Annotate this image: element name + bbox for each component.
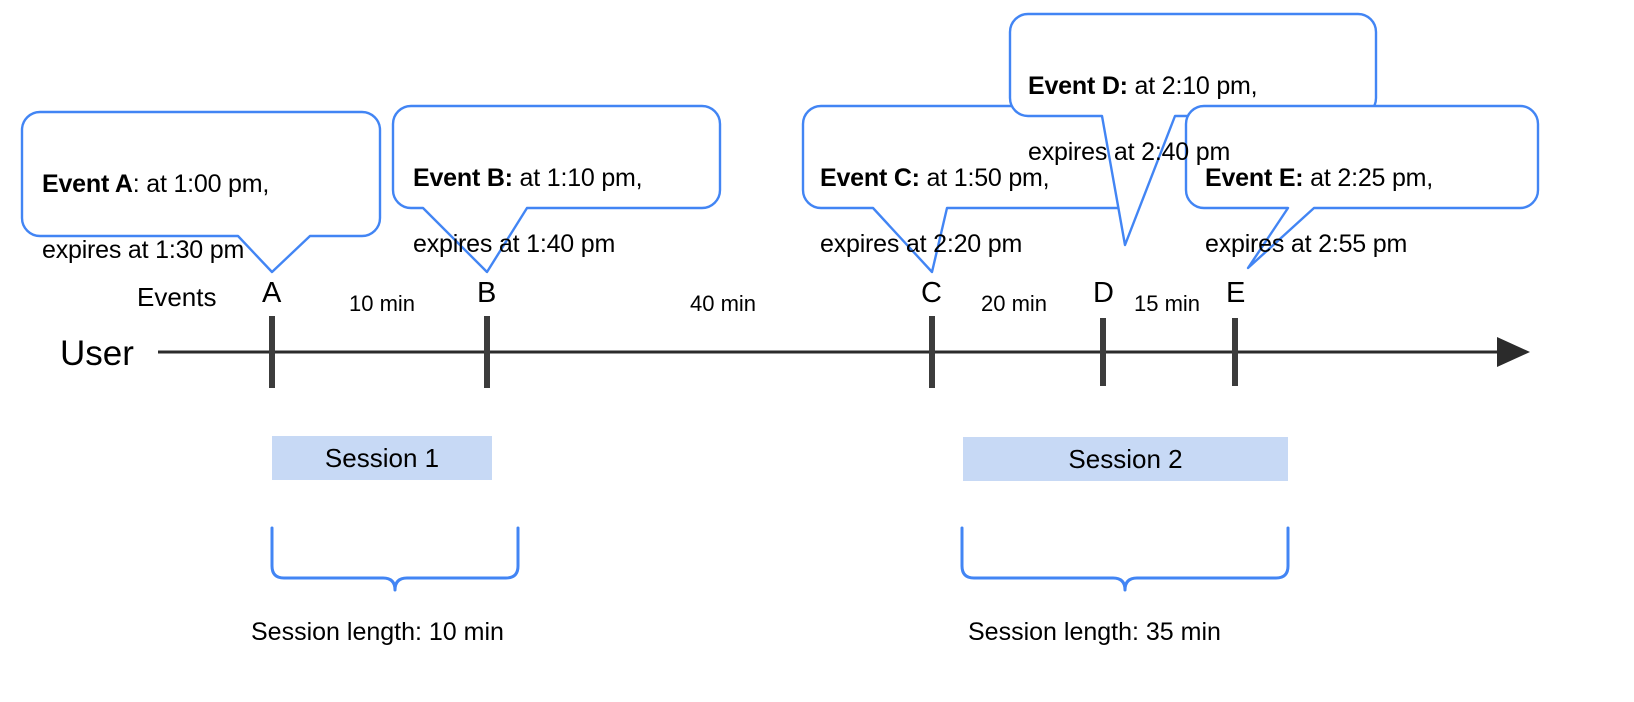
- axis-events-label: Events: [137, 282, 217, 312]
- tick-label-c: C: [921, 277, 942, 309]
- axis-row-label-user: User: [60, 334, 134, 373]
- tick-label-a: A: [262, 277, 282, 309]
- session-box-1: Session 1: [272, 436, 492, 480]
- gap-label-d-e: 15 min: [1134, 291, 1201, 316]
- callout-bubble-event-a: [20, 110, 382, 274]
- callout-bold-event-d: Event D:: [1028, 72, 1128, 100]
- callout-text-event-a: Event A: at 1:00 pm, expires at 1:30 pm: [42, 135, 372, 267]
- callout-bubble-event-e: [1184, 104, 1540, 270]
- session-length-label-1: Session length: 10 min: [251, 618, 504, 646]
- session-length-label-2: Session length: 35 min: [968, 618, 1221, 646]
- tick-label-b: B: [477, 277, 497, 309]
- session-box-2: Session 2: [963, 437, 1288, 481]
- brace-session-2: [960, 526, 1290, 592]
- callout-rest-event-b: at 1:10 pm,: [512, 164, 643, 192]
- callout-line2-event-e: expires at 2:55 pm: [1205, 230, 1408, 258]
- callout-bold-event-e: Event E:: [1205, 164, 1304, 192]
- callout-text-event-e: Event E: at 2:25 pm, expires at 2:55 pm: [1205, 129, 1535, 261]
- callout-rest-event-d: at 2:10 pm,: [1127, 72, 1258, 100]
- callout-line2-event-d: expires at 2:40 pm: [1028, 138, 1231, 166]
- callout-rest-event-e: at 2:25 pm,: [1303, 164, 1434, 192]
- callout-bold-event-b: Event B:: [413, 164, 513, 192]
- callout-text-event-b: Event B: at 1:10 pm, expires at 1:40 pm: [413, 129, 713, 261]
- callout-bold-event-c: Event C:: [820, 164, 920, 192]
- brace-session-1: [270, 526, 520, 592]
- gap-label-c-d: 20 min: [981, 291, 1048, 316]
- callout-text-event-d: Event D: at 2:10 pm, expires at 2:40 pm: [1028, 37, 1358, 169]
- tick-label-d: D: [1093, 277, 1114, 309]
- callout-bold-event-a: Event A: [42, 170, 133, 198]
- gap-label-b-c: 40 min: [690, 291, 757, 316]
- callout-bubble-event-b: [391, 104, 722, 274]
- callout-rest-event-c: at 1:50 pm,: [919, 164, 1050, 192]
- gap-label-a-b: 10 min: [349, 291, 416, 316]
- callout-rest-event-a: : at 1:00 pm,: [132, 170, 270, 198]
- callout-bubble-event-d: [1008, 12, 1378, 247]
- callout-line2-event-a: expires at 1:30 pm: [42, 236, 245, 264]
- callout-line2-event-b: expires at 1:40 pm: [413, 230, 616, 258]
- callout-line2-event-c: expires at 2:20 pm: [820, 230, 1023, 258]
- tick-label-e: E: [1226, 277, 1246, 309]
- callout-text-event-c: Event C: at 1:50 pm, expires at 2:20 pm: [820, 129, 1130, 261]
